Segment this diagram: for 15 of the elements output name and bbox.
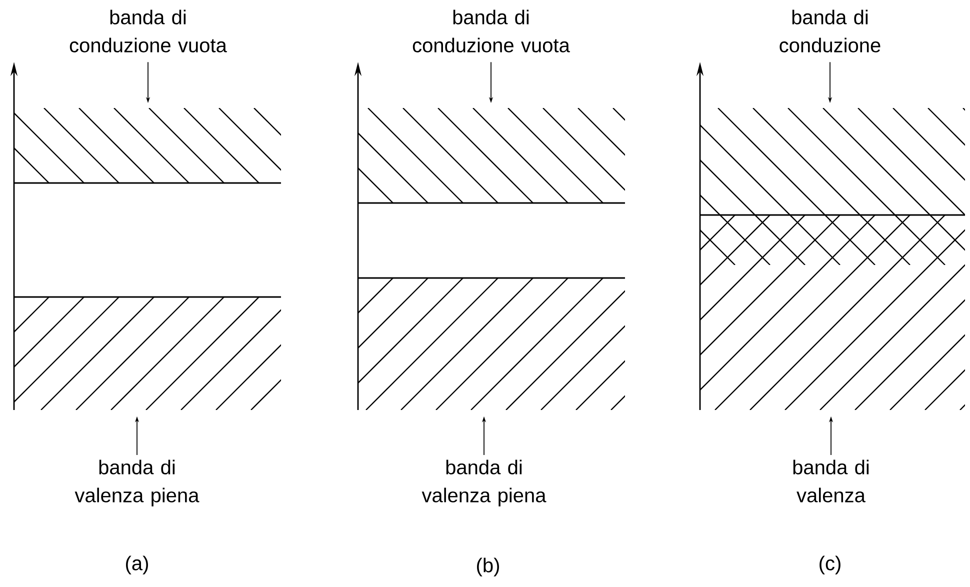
hatched-band xyxy=(700,214,965,410)
band-label: banda di valenza piena xyxy=(422,460,546,506)
band-label: banda di conduzione vuota xyxy=(70,10,227,52)
panel-label: (b) xyxy=(477,558,499,576)
band-label: banda di valenza xyxy=(793,460,869,502)
hatched-band xyxy=(358,108,625,204)
hatched-band xyxy=(14,108,281,184)
hatched-band xyxy=(700,108,965,265)
band-label: banda di conduzione xyxy=(780,10,880,52)
hatched-band xyxy=(14,296,281,410)
hatched-band xyxy=(358,277,625,410)
band-label: banda di valenza piena xyxy=(74,460,200,506)
panel-label: (a) xyxy=(126,556,148,574)
panel-label: (c) xyxy=(820,556,840,574)
band-label: banda di conduzione vuota xyxy=(412,10,570,52)
